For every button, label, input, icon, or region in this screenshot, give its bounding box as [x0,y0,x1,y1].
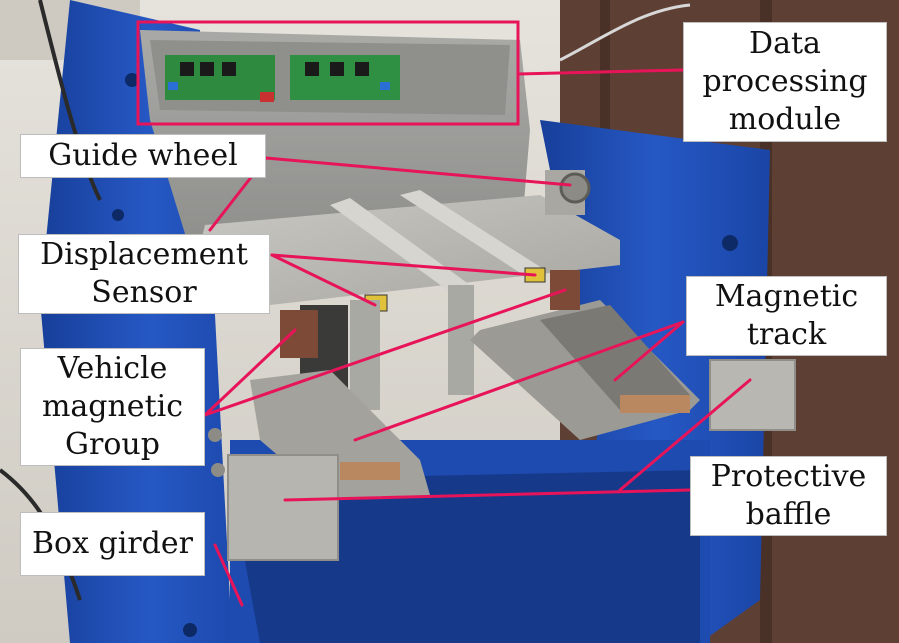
leader-vehicle-group-1 [203,328,297,417]
label-data-processing-module: Data processing module [683,22,887,142]
label-line: Protective [710,459,867,494]
guide-wheel-photo [559,172,591,204]
label-line: Group [65,427,160,462]
leader-data-module [516,68,685,76]
label-protective-baffle: Protective baffle [690,456,887,536]
leader-sensor-1 [270,253,377,307]
label-displacement-sensor: Displacement Sensor [18,234,270,314]
leader-guide-wheel-2 [264,156,572,187]
leader-track-1 [353,320,685,442]
label-line: Box girder [31,526,193,561]
label-guide-wheel: Guide wheel [20,134,266,178]
label-line: Vehicle [57,351,168,386]
label-line: Data [749,26,821,61]
circuit-board-left [165,55,275,100]
circuit-board-right [290,55,400,100]
leader-lines [203,68,752,607]
label-vehicle-magnetic-group: Vehicle magnetic Group [20,348,205,466]
leader-vehicle-group-2 [203,288,567,417]
protective-baffle-right [709,359,796,431]
leader-baffle-1 [283,488,692,502]
leader-track-2 [613,320,685,382]
leader-baffle-2 [618,378,752,492]
vehicle-magnet-block-left [280,310,318,358]
label-box-girder: Box girder [20,512,205,576]
label-line: magnetic [41,389,184,424]
label-line: Sensor [91,275,197,310]
leader-sensor-2 [270,253,537,277]
label-magnetic-track: Magnetic track [686,276,887,356]
leader-box-girder [213,543,244,607]
protective-baffle-left [227,454,339,561]
label-line: Magnetic [714,279,859,314]
label-line: Displacement [40,237,248,272]
label-line: baffle [745,497,832,532]
label-line: Guide wheel [48,138,238,173]
label-line: processing [702,64,868,99]
label-line: module [728,102,842,137]
label-line: track [746,317,827,352]
